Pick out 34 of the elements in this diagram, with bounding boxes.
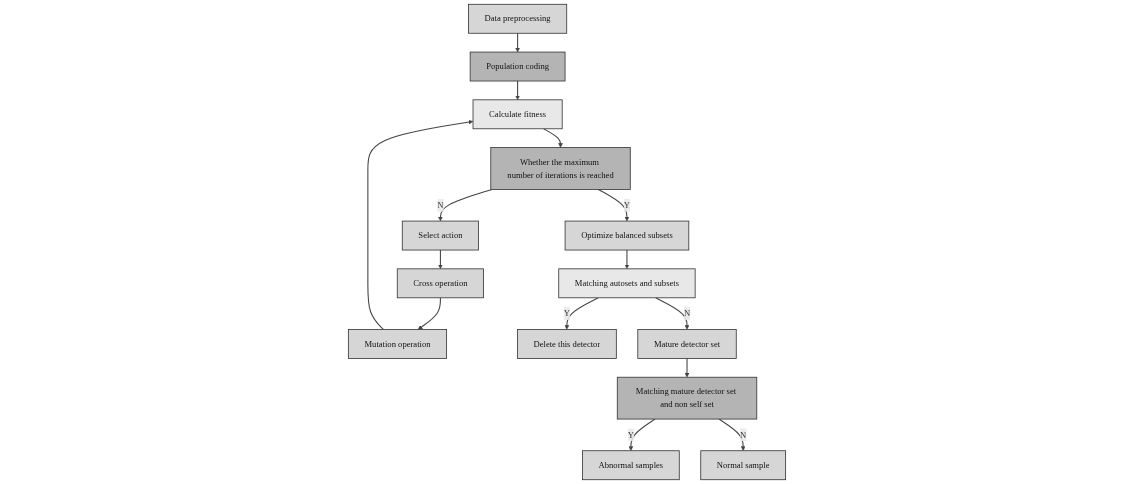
arrow bbox=[515, 32, 520, 53]
node-box: Mutation operation bbox=[347, 329, 447, 359]
node-box: Calculate fitness bbox=[472, 99, 563, 130]
node-box: Matching mature detector set and non self set bbox=[616, 376, 758, 420]
edge-label: Y bbox=[563, 308, 570, 318]
edge-label: Y bbox=[627, 430, 634, 440]
arrow bbox=[655, 297, 690, 330]
node-box: Population coding bbox=[469, 51, 566, 82]
node-box: Data preprocessing bbox=[468, 3, 568, 34]
arrow bbox=[684, 357, 690, 378]
arrow bbox=[628, 418, 656, 451]
arrow bbox=[543, 128, 563, 148]
node-box: Whether the maximum number of iterations is reached bbox=[490, 147, 631, 190]
arrow bbox=[438, 249, 443, 270]
edge-label: N bbox=[740, 430, 747, 440]
arrow bbox=[515, 80, 520, 100]
node-box: Mature detector set bbox=[637, 329, 737, 359]
arrow bbox=[718, 418, 746, 451]
node-box: Matching autosets and subsets bbox=[558, 268, 696, 299]
node-box: Abnormal samples bbox=[582, 450, 680, 481]
node-box: Normal sample bbox=[700, 450, 787, 481]
node-box: Delete this detector bbox=[517, 329, 617, 359]
arrow bbox=[417, 297, 441, 330]
node-box: Optimize balanced subsets bbox=[564, 220, 690, 251]
edge-label: Y bbox=[623, 200, 631, 210]
node-box: Cross operation bbox=[396, 268, 484, 299]
edge-label: N bbox=[437, 200, 444, 210]
arrow bbox=[438, 188, 493, 222]
arrow bbox=[597, 188, 630, 222]
edge-label: N bbox=[683, 308, 691, 318]
node-box: Select action bbox=[401, 220, 479, 251]
arrow bbox=[367, 119, 474, 330]
arrow bbox=[624, 249, 630, 270]
arrow bbox=[564, 297, 599, 330]
